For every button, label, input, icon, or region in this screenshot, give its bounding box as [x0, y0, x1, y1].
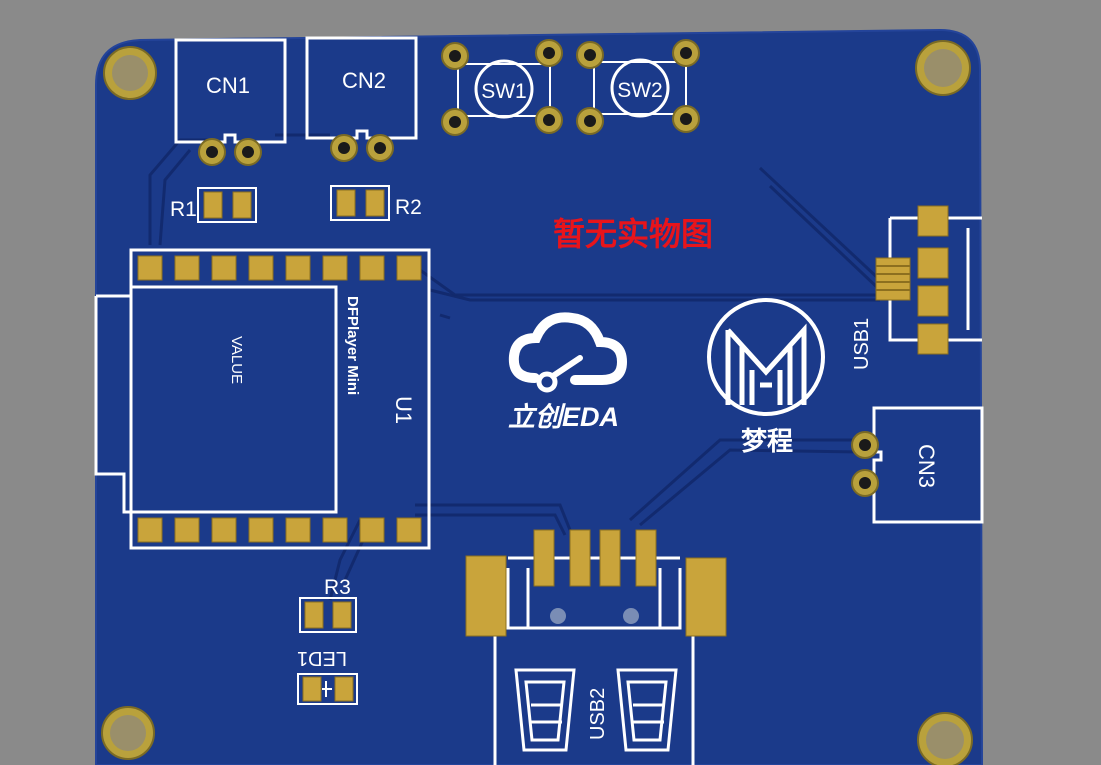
u1-top-pins — [137, 255, 422, 281]
u1-value-label: VALUE — [228, 336, 245, 384]
usb1-label: USB1 — [851, 318, 873, 370]
m-emblem-icon — [707, 298, 825, 416]
resistor-r1[interactable]: R1 — [170, 187, 257, 223]
u1-module-label: DFPlayer Mini — [344, 296, 361, 395]
usb1-connector[interactable]: USB1 — [851, 205, 982, 370]
sw2-label: SW2 — [617, 79, 663, 102]
u1-bottom-pins — [137, 517, 422, 543]
module-u1[interactable]: VALUE DFPlayer Mini U1 — [94, 248, 431, 550]
u1-label: U1 — [391, 396, 416, 424]
r2-label: R2 — [395, 196, 422, 219]
cn2-label: CN2 — [342, 68, 386, 93]
mount-hole-top-right — [915, 40, 971, 96]
switch-sw2[interactable]: SW2 — [576, 39, 700, 135]
eda-logo-text: 立创EDA — [508, 402, 619, 432]
cn3-label: CN3 — [914, 444, 939, 488]
connector-cn2[interactable]: CN2 — [305, 36, 418, 162]
sw1-label: SW1 — [481, 80, 527, 103]
usb2-connector[interactable]: USB2 — [465, 529, 727, 765]
r3-label: R3 — [324, 576, 351, 599]
r1-label: R1 — [170, 198, 197, 221]
led1-label: LED1 — [297, 647, 347, 669]
mengcheng-logo-text: 梦程 — [741, 426, 793, 456]
mount-hole-bottom-left — [101, 706, 155, 760]
cn1-label: CN1 — [206, 73, 250, 98]
mengcheng-logo: 梦程 — [707, 298, 825, 456]
switch-sw1[interactable]: SW1 — [441, 39, 563, 136]
resistor-r3[interactable]: R3 — [299, 576, 357, 633]
mount-hole-bottom-right — [917, 712, 973, 765]
no-photo-notice: 暂无实物图 — [553, 215, 713, 253]
connector-cn3[interactable]: CN3 — [851, 406, 984, 524]
led-led1[interactable]: LED1 — [297, 647, 358, 705]
usb2-label: USB2 — [587, 688, 609, 740]
pcb-board — [95, 28, 984, 765]
resistor-r2[interactable]: R2 — [330, 185, 422, 221]
eda-logo: 立创EDA — [508, 312, 628, 432]
connector-cn1[interactable]: CN1 — [174, 38, 287, 166]
cloud-icon — [508, 312, 628, 393]
copper-traces — [148, 133, 882, 601]
mount-hole-top-left — [103, 46, 157, 100]
